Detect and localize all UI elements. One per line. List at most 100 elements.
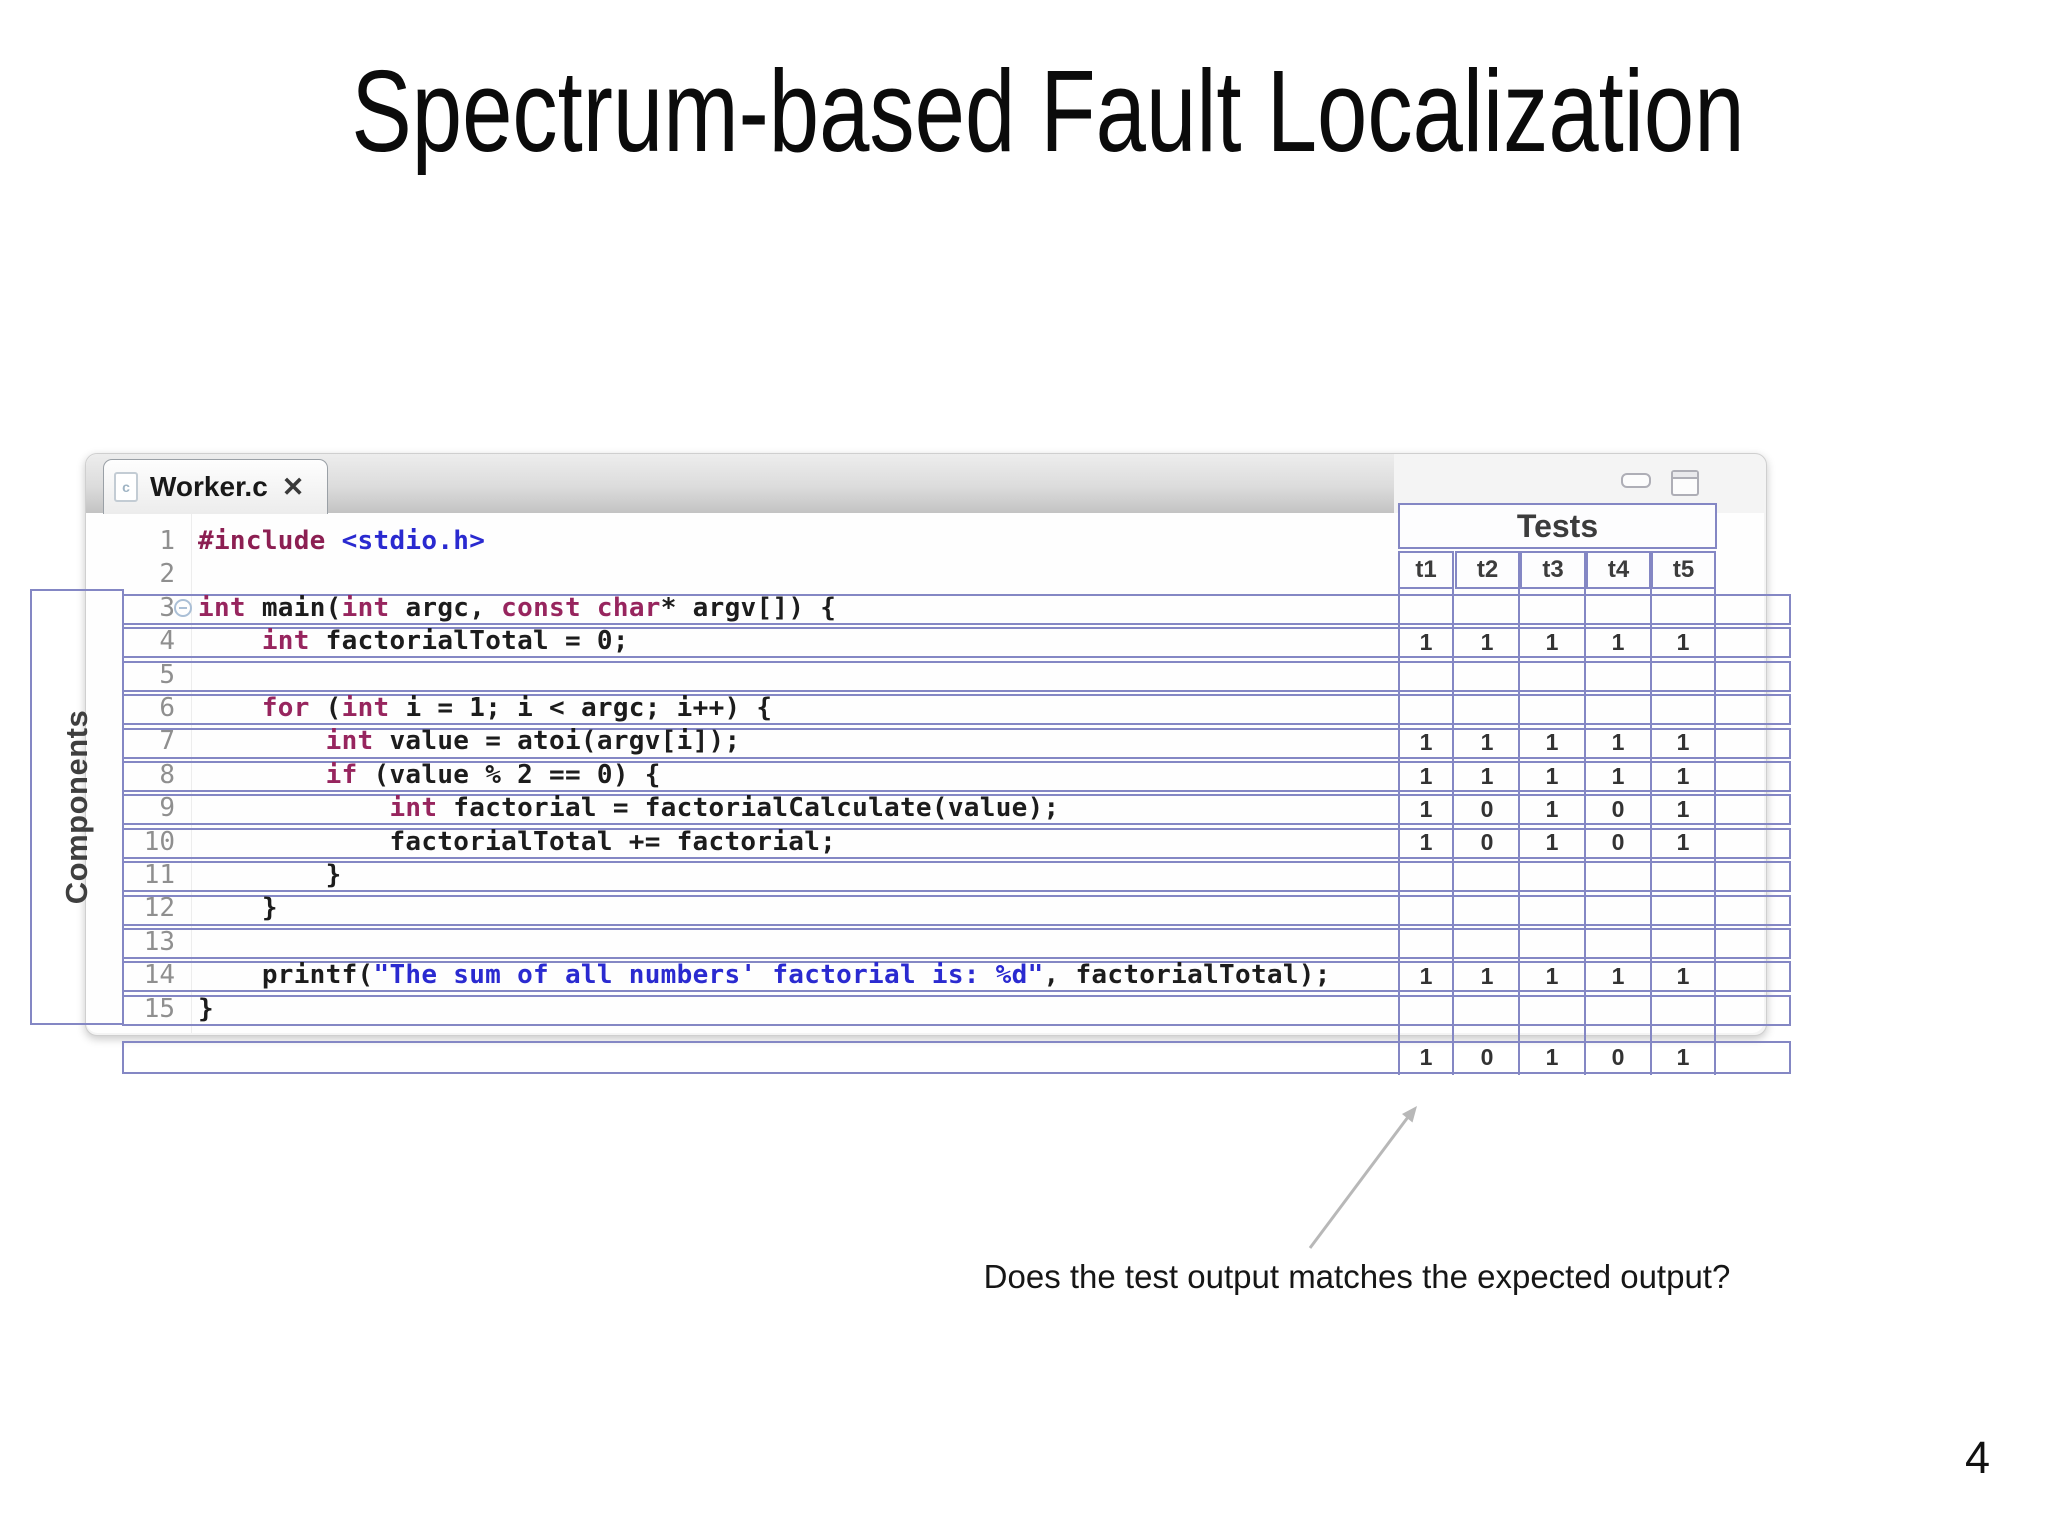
component-row-line-10 bbox=[122, 827, 1791, 859]
test-result-t2: 0 bbox=[1480, 1043, 1494, 1070]
code-text: int value = atoi(argv[i]); bbox=[325, 726, 741, 757]
line-number: 2 bbox=[159, 559, 175, 590]
code-line-15: 15} bbox=[86, 992, 1394, 1026]
line-number: 6 bbox=[159, 693, 175, 723]
code-line-1: 1 #include <stdio.h> bbox=[86, 524, 1394, 558]
maximize-icon-bar bbox=[1673, 472, 1697, 479]
coverage-cell-line9-t1: 1 bbox=[1419, 795, 1433, 822]
code-line-8: 8 if (value % 2 == 0) { bbox=[86, 758, 1394, 792]
coverage-cell-line8-t4: 1 bbox=[1611, 762, 1625, 789]
test-column-line-5 bbox=[1714, 589, 1716, 1075]
code-text: int main(int argc, const char* argv[]) { bbox=[198, 592, 837, 623]
editor-area[interactable] bbox=[86, 513, 1764, 1033]
component-row-line-11 bbox=[122, 861, 1791, 893]
coverage-cell-line9-t2: 0 bbox=[1480, 795, 1494, 822]
test-column-line-1 bbox=[1452, 589, 1454, 1075]
tab-worker-c[interactable]: c Worker.c ✕ bbox=[103, 459, 328, 514]
code-text: if (value % 2 == 0) { bbox=[325, 759, 661, 790]
page-number: 4 bbox=[1964, 1432, 1990, 1483]
coverage-cell-line10-t4: 0 bbox=[1611, 829, 1625, 856]
coverage-cell-line4-t4: 1 bbox=[1611, 628, 1625, 655]
test-column-line-3 bbox=[1584, 589, 1586, 1075]
coverage-cell-line7-t1: 1 bbox=[1419, 729, 1433, 756]
coverage-cell-line14-t4: 1 bbox=[1611, 962, 1625, 989]
coverage-cell-line9-t3: 1 bbox=[1545, 795, 1559, 822]
line-number: 15 bbox=[143, 993, 175, 1024]
code-text: } bbox=[198, 893, 278, 924]
test-header-t2: t2 bbox=[1455, 551, 1520, 589]
code-line-9: 9 int factorial = factorialCalculate(val… bbox=[86, 791, 1394, 825]
code-line-7: 7 int value = atoi(argv[i]); bbox=[86, 724, 1394, 758]
code-text: int factorialTotal = 0; bbox=[261, 626, 629, 657]
code-line-3: 3 int main(int argc, const char* argv[]) … bbox=[86, 591, 1394, 625]
coverage-cell-line14-t5: 1 bbox=[1676, 962, 1690, 989]
test-header-t3: t3 bbox=[1520, 551, 1586, 589]
test-result-t4: 0 bbox=[1611, 1043, 1625, 1070]
line-number: 11 bbox=[143, 860, 175, 890]
coverage-cell-line14-t2: 1 bbox=[1480, 962, 1494, 989]
component-row-line-6 bbox=[122, 694, 1791, 726]
code-text: printf("The sum of all numbers' factoria… bbox=[198, 960, 1331, 991]
tests-label: Tests bbox=[1516, 507, 1599, 544]
line-number: 5 bbox=[159, 659, 175, 690]
component-row-line-9 bbox=[122, 794, 1791, 826]
tab-close-icon[interactable]: ✕ bbox=[281, 471, 305, 502]
line-number: 10 bbox=[143, 826, 175, 857]
line-number: 12 bbox=[143, 893, 175, 924]
code-text: factorialTotal += factorial; bbox=[198, 826, 837, 857]
coverage-cell-line4-t5: 1 bbox=[1676, 628, 1690, 655]
coverage-cell-line8-t3: 1 bbox=[1545, 762, 1559, 789]
line-number: 14 bbox=[143, 960, 175, 991]
code-line-12: 12 } bbox=[86, 891, 1394, 925]
component-row-line-7 bbox=[122, 727, 1791, 759]
code-text: } bbox=[198, 993, 214, 1024]
coverage-cell-line10-t3: 1 bbox=[1545, 829, 1559, 856]
code-text: for (int i = 1; i < argc; i++) { bbox=[261, 693, 773, 723]
coverage-cell-line10-t1: 1 bbox=[1419, 829, 1433, 856]
line-number: 4 bbox=[159, 626, 175, 657]
fold-collapse-icon[interactable] bbox=[174, 598, 192, 617]
coverage-cell-line9-t4: 0 bbox=[1611, 795, 1625, 822]
line-number: 9 bbox=[159, 793, 175, 824]
test-header-t1: t1 bbox=[1398, 551, 1454, 589]
tests-header-box: Tests bbox=[1398, 503, 1717, 549]
test-header-t4: t4 bbox=[1586, 551, 1651, 589]
code-text: } bbox=[198, 860, 342, 890]
test-result-row bbox=[122, 1041, 1791, 1074]
code-line-6: 6 for (int i = 1; i < argc; i++) { bbox=[86, 691, 1394, 725]
coverage-cell-line8-t5: 1 bbox=[1676, 762, 1690, 789]
minimize-icon[interactable] bbox=[1621, 473, 1651, 488]
coverage-cell-line7-t3: 1 bbox=[1545, 729, 1559, 756]
code-line-14: 14 printf("The sum of all numbers' facto… bbox=[86, 958, 1394, 992]
code-line-5: 5 bbox=[86, 658, 1394, 692]
test-header-t5: t5 bbox=[1651, 551, 1716, 589]
component-row-line-12 bbox=[122, 894, 1791, 926]
coverage-cell-line4-t3: 1 bbox=[1545, 628, 1559, 655]
component-row-line-4 bbox=[122, 627, 1791, 659]
test-column-line-2 bbox=[1518, 589, 1520, 1075]
coverage-cell-line8-t1: 1 bbox=[1419, 762, 1433, 789]
component-row-line-5 bbox=[122, 660, 1791, 692]
coverage-cell-line14-t3: 1 bbox=[1545, 962, 1559, 989]
component-row-line-14 bbox=[122, 961, 1791, 993]
code-text: #include <stdio.h> bbox=[198, 526, 486, 556]
test-result-t3: 1 bbox=[1545, 1043, 1559, 1070]
code-line-11: 11 } bbox=[86, 858, 1394, 892]
code-line-4: 4 int factorialTotal = 0; bbox=[86, 624, 1394, 658]
code-line-13: 13 bbox=[86, 925, 1394, 959]
line-number: 1 bbox=[159, 526, 175, 556]
gutter-separator bbox=[191, 513, 192, 1033]
coverage-cell-line4-t2: 1 bbox=[1480, 628, 1494, 655]
maximize-icon[interactable] bbox=[1671, 470, 1699, 496]
test-column-line-4 bbox=[1650, 589, 1652, 1075]
coverage-cell-line9-t5: 1 bbox=[1676, 795, 1690, 822]
coverage-cell-line14-t1: 1 bbox=[1419, 962, 1433, 989]
component-row-line-8 bbox=[122, 761, 1791, 792]
annotation-arrow bbox=[1308, 1106, 1417, 1249]
coverage-cell-line7-t5: 1 bbox=[1676, 729, 1690, 756]
component-row-line-13 bbox=[122, 928, 1791, 959]
line-number: 3 bbox=[159, 592, 175, 623]
coverage-cell-line4-t1: 1 bbox=[1419, 628, 1433, 655]
caption-text: Does the test output matches the expecte… bbox=[983, 1258, 1731, 1295]
